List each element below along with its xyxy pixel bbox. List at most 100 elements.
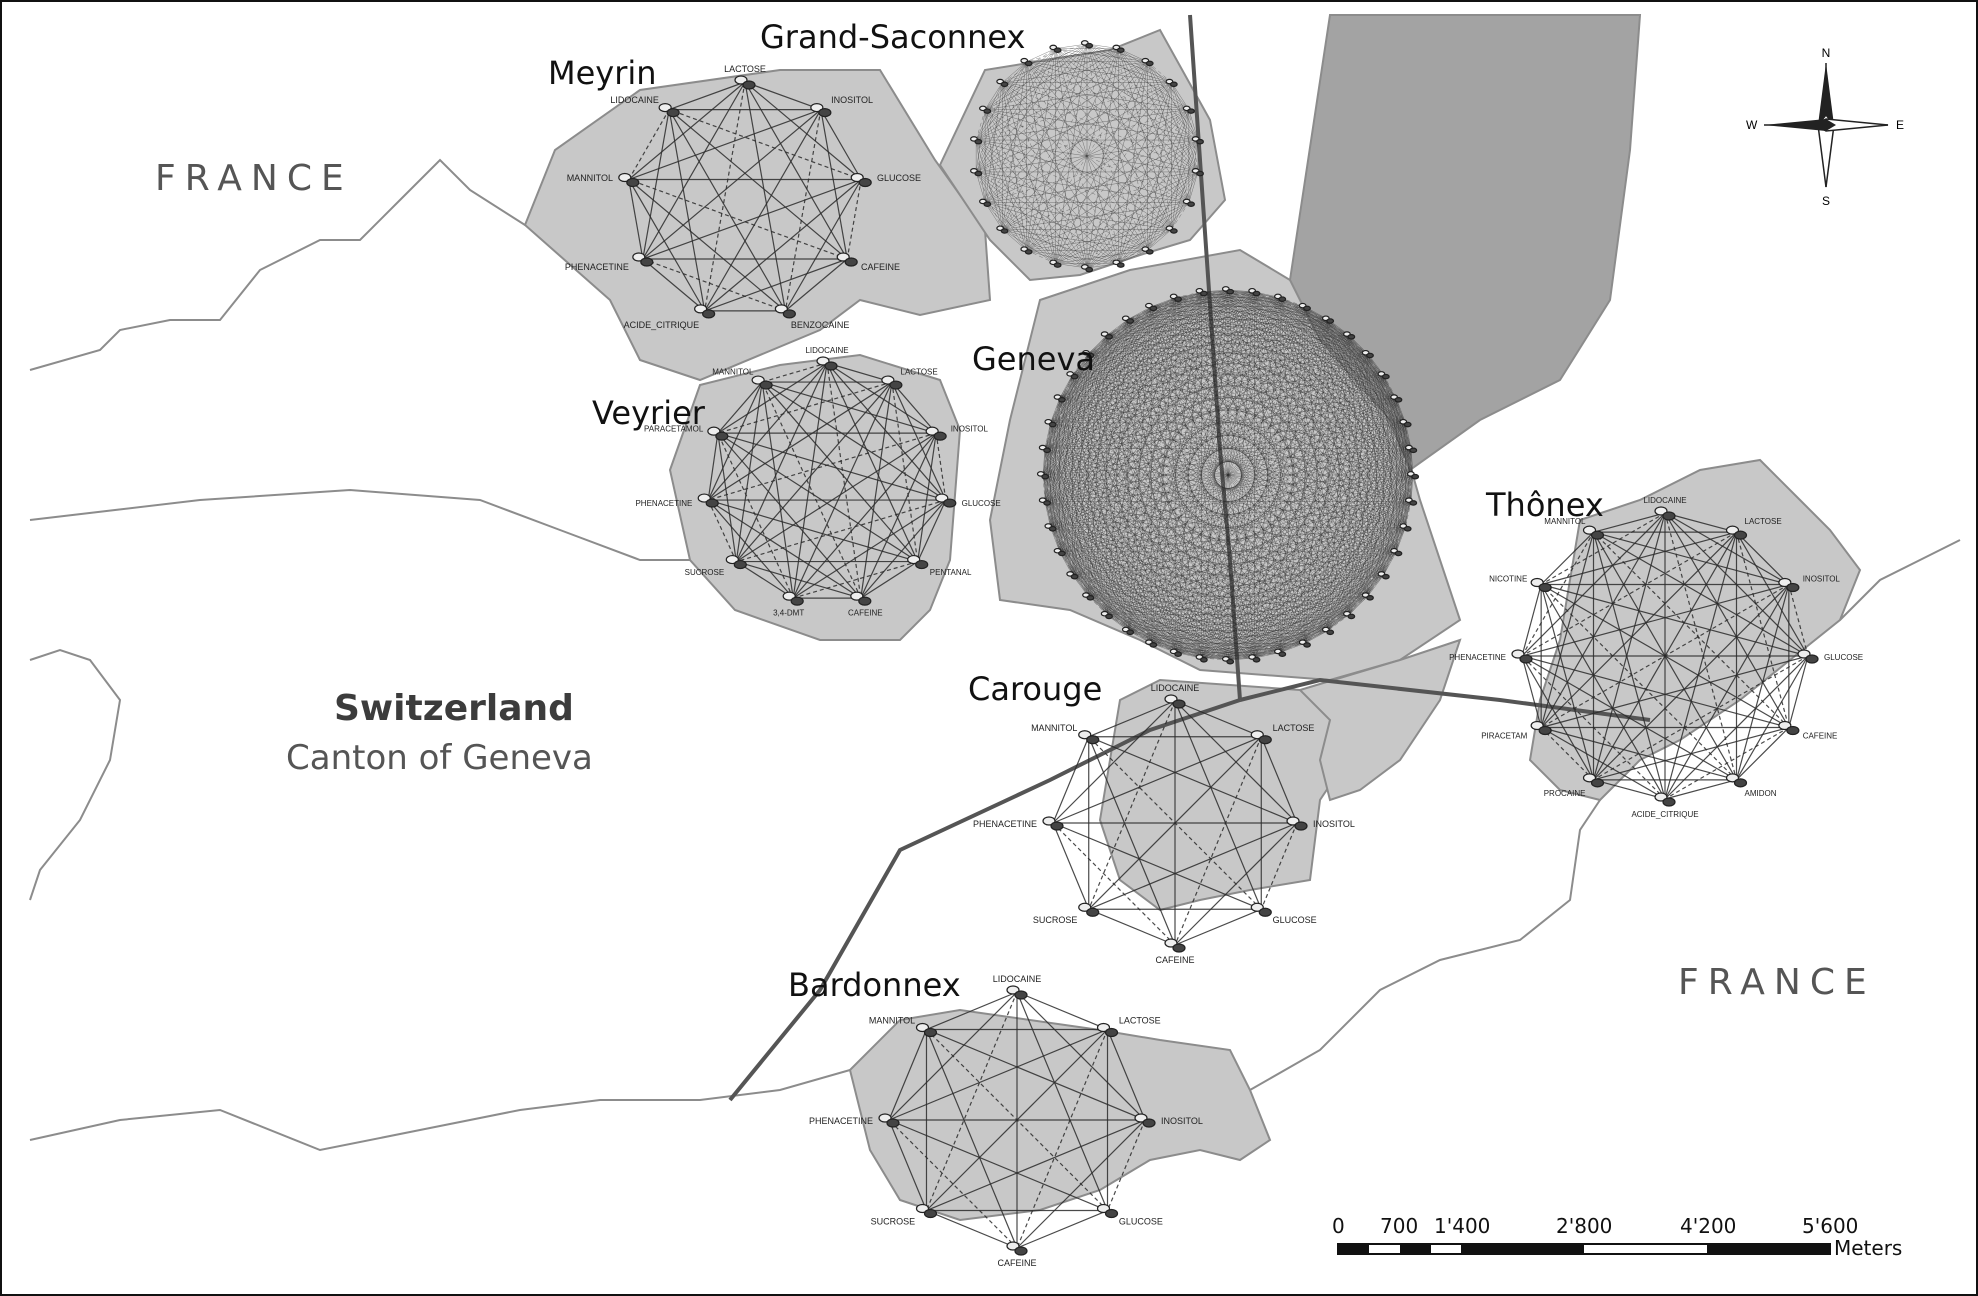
scale-tick-label: 2'800 (1556, 1214, 1613, 1238)
network-edge (784, 109, 822, 311)
network-edge (1050, 526, 1152, 644)
network-edge (1106, 334, 1406, 528)
network-edge (642, 81, 746, 260)
network-edge (1059, 297, 1177, 552)
north-arrow-icon: N S E W (1746, 46, 1904, 208)
network-edge (1026, 61, 1190, 203)
network-edge (976, 171, 1189, 203)
network-edge (1201, 291, 1306, 644)
network-edge (1736, 531, 1790, 585)
network-edge (1055, 48, 1119, 264)
network-edge (1410, 474, 1414, 502)
network-edge (1304, 306, 1397, 552)
network-edge (1521, 531, 1595, 657)
network-node-label: GLUCOSE (1119, 1216, 1163, 1226)
network-edge (1410, 448, 1414, 476)
network-edge (984, 82, 1003, 203)
network-edge (1201, 291, 1397, 553)
pill-node-icon (1082, 592, 1095, 601)
network-edge (1087, 306, 1152, 597)
network-edge (1540, 532, 1595, 728)
network-edge (1664, 779, 1737, 800)
network-edge (784, 179, 862, 312)
pill-node-icon (1405, 444, 1418, 454)
pill-node-icon (1141, 246, 1154, 255)
network-edge (1201, 501, 1412, 659)
pill-node-icon (1182, 198, 1195, 207)
network-edge (1106, 614, 1255, 659)
network-edge (1026, 48, 1056, 63)
network-edge (1055, 139, 1199, 264)
network-edge (1127, 319, 1414, 476)
network-edge (976, 171, 1148, 251)
pill-node-icon (1654, 792, 1676, 807)
network-node-label: PHENACETINE (565, 262, 629, 272)
pill-node-icon (1080, 264, 1094, 273)
network-edge (1367, 422, 1406, 597)
network-edge (1088, 291, 1255, 355)
network-edge (1106, 334, 1384, 576)
network-edge (1171, 202, 1190, 230)
network-edge (1055, 48, 1198, 141)
network-edge (1072, 574, 1350, 616)
network-edge (1279, 297, 1414, 476)
network-edge (1044, 501, 1152, 644)
network-edge (975, 171, 1088, 269)
network-edge (1072, 374, 1412, 449)
place-label-thonex: Thônex (1486, 486, 1604, 524)
network-edge (1088, 700, 1176, 738)
pill-node-icon (1096, 1022, 1119, 1038)
network-edge (1050, 422, 1384, 576)
network-node-label: PARACETAMOL (644, 424, 704, 433)
network-edge (1201, 291, 1412, 502)
network-edge (1044, 448, 1350, 616)
network-edge (1664, 532, 1738, 800)
network-edge (1072, 306, 1152, 576)
network-edge (1540, 584, 1666, 800)
network-edge (1127, 319, 1177, 653)
network-edge (1050, 527, 1073, 576)
network-edge (1279, 526, 1406, 653)
pill-node-icon (850, 591, 872, 606)
pill-node-icon (707, 426, 729, 441)
network-edge (1026, 61, 1198, 173)
network-edge (1087, 353, 1152, 644)
meyrin-area (523, 69, 992, 382)
network-edge (1175, 297, 1229, 661)
network-edge (1088, 736, 1176, 946)
network-edge (1050, 526, 1229, 661)
pill-node-icon (836, 252, 858, 267)
network-edge (1055, 48, 1148, 251)
network-edge (1050, 353, 1368, 528)
network-edge (1348, 448, 1412, 615)
network-edge (1106, 335, 1129, 631)
network-edge (975, 171, 986, 203)
network-graph: LIDOCAINELACTOSEINOSITOLGLUCOSECAFEINEAM… (1449, 496, 1863, 819)
scale-bar (1337, 1243, 1831, 1255)
network-edge (1175, 297, 1350, 336)
pill-node-icon (915, 1022, 938, 1038)
network-edge (1016, 1209, 1108, 1249)
network-edge (1106, 335, 1152, 644)
pill-node-icon (618, 172, 640, 188)
pill-node-icon (1390, 394, 1403, 403)
road-southwest (728, 698, 1241, 1102)
network-node-label: CAFEINE (1155, 955, 1194, 965)
network-edge (926, 1119, 1146, 1212)
pill-node-icon (1053, 547, 1066, 557)
network-edge (1127, 306, 1152, 320)
pill-node-icon (1006, 1241, 1028, 1256)
network-edge (1254, 501, 1412, 659)
compass-n-label: N (1822, 46, 1831, 60)
network-edge (1088, 736, 1298, 824)
pill-node-icon (1112, 44, 1125, 53)
network-edge (1052, 822, 1176, 946)
pill-node-icon (1164, 938, 1186, 953)
network-edge (976, 109, 1189, 173)
network-edge (1304, 398, 1397, 644)
network-edge (1072, 574, 1329, 631)
network-edge (1044, 353, 1089, 502)
pill-node-icon (1121, 315, 1135, 324)
network-edge (1150, 306, 1229, 661)
network-edge (1593, 655, 1809, 781)
